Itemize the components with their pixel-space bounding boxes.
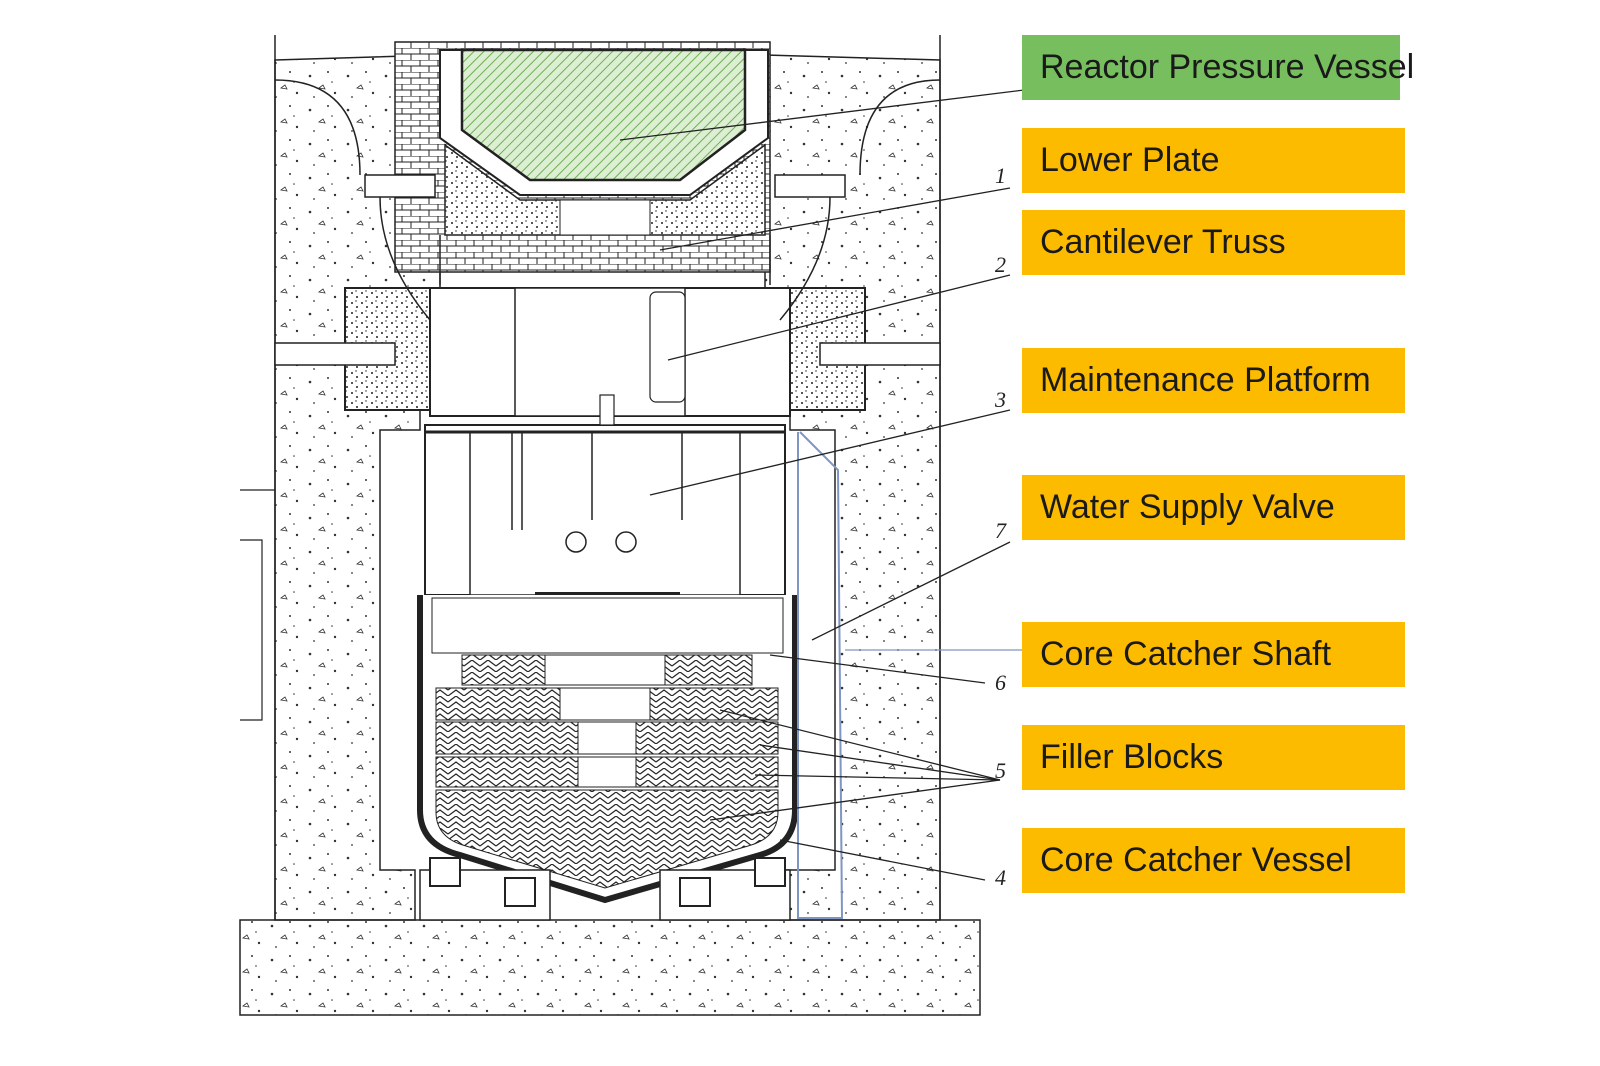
core-catcher-vessel-drawing (417, 595, 798, 921)
callout-number-4: 4 (995, 865, 1006, 890)
label-maintenance-platform: Maintenance Platform (1022, 348, 1405, 413)
label-cantilever-truss: Cantilever Truss (1022, 210, 1405, 275)
label-filler-blocks: Filler Blocks (1022, 725, 1405, 790)
callout-number-7: 7 (995, 518, 1007, 543)
callout-number-2: 2 (995, 252, 1006, 277)
callout-number-6: 6 (995, 670, 1006, 695)
maintenance-platform-drawing (424, 394, 786, 596)
water-supply-pipe (797, 431, 844, 919)
callout-number-3: 3 (994, 387, 1006, 412)
callout-number-1: 1 (995, 163, 1006, 188)
label-core-catcher-vessel: Core Catcher Vessel (1022, 828, 1405, 893)
label-water-supply-valve: Water Supply Valve (1022, 475, 1405, 540)
label-lower-plate: Lower Plate (1022, 128, 1405, 193)
ledge-beams (274, 287, 941, 417)
reactor-pressure-vessel-drawing (364, 41, 846, 321)
callout-numbers: 1 2 3 7 6 5 4 (994, 163, 1007, 890)
callout-number-5: 5 (995, 758, 1006, 783)
label-core-catcher-shaft: Core Catcher Shaft (1022, 622, 1405, 687)
leader-lines (619, 89, 1025, 881)
label-rpv: Reactor Pressure Vessel (1022, 35, 1414, 100)
